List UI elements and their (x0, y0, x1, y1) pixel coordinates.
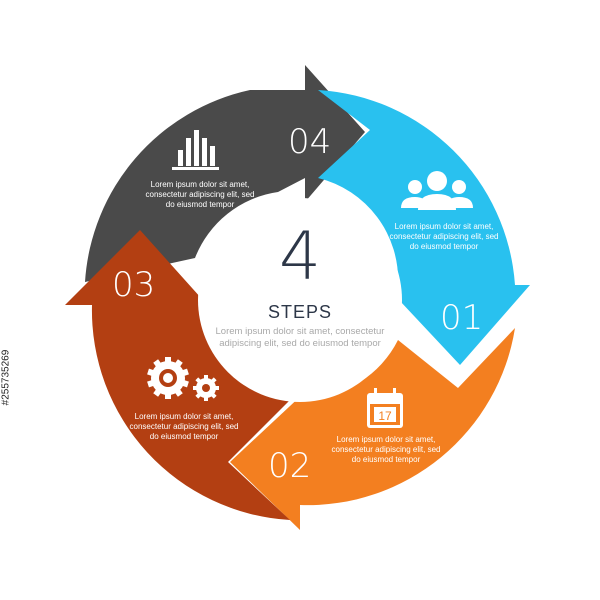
step-01-number: 01 (440, 298, 484, 338)
step-01-text: Lorem ipsum dolor sit amet, consectetur … (389, 222, 499, 251)
center-circle (198, 198, 402, 402)
bar-chart-icon (172, 130, 219, 170)
step-02-number: 02 (268, 446, 312, 486)
step-01-arrow (318, 90, 530, 365)
step-02-text: Lorem ipsum dolor sit amet, consectetur … (331, 435, 441, 464)
center-title: STEPS (267, 302, 333, 322)
calendar-icon: 17 (367, 388, 403, 428)
step-03-text: Lorem ipsum dolor sit amet, consectetur … (129, 412, 239, 441)
step-04-number: 04 (288, 122, 332, 162)
step-04-arrow (85, 65, 365, 282)
image-id-label: #255735269 (0, 349, 12, 406)
gears-icon (147, 357, 219, 401)
people-group-icon (401, 171, 473, 210)
center-number: 4 (279, 218, 321, 295)
center-description: Lorem ipsum dolor sit amet, consectetur … (215, 326, 385, 349)
calendar-day-label: 17 (378, 409, 392, 423)
step-02-arrow (230, 328, 515, 530)
step-03-number: 03 (112, 265, 156, 305)
step-04-text: Lorem ipsum dolor sit amet, consectetur … (145, 180, 255, 209)
